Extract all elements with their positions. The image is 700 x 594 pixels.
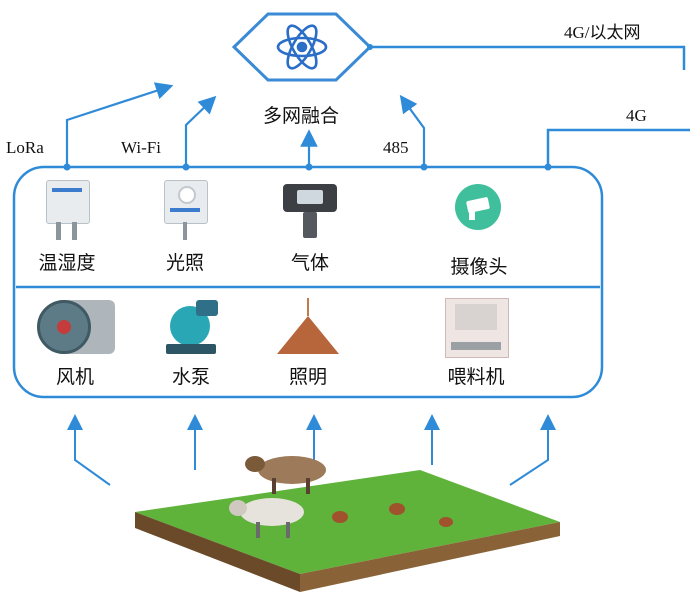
hub-label: 多网融合 <box>263 105 340 127</box>
actuator-label: 风机 <box>55 366 94 388</box>
gas-detector-icon <box>275 178 345 244</box>
sensor-gas: 气体 <box>273 178 347 275</box>
sensor-label: 光照 <box>165 252 204 274</box>
sensor-label: 温湿度 <box>38 252 96 274</box>
actuator-feeder: 喂料机 <box>432 296 520 389</box>
protocol-lines <box>65 82 426 167</box>
actuator-lighting: 照明 <box>270 296 346 389</box>
sensor-light: 光照 <box>148 178 222 275</box>
water-pump-icon <box>160 296 222 358</box>
uplink-4g-label: 4G <box>626 106 647 125</box>
actuator-label: 照明 <box>288 366 327 388</box>
uplink-ethernet-line <box>367 44 686 70</box>
uplink-ethernet-label: 4G/以太网 <box>564 23 641 42</box>
lamp-icon <box>273 296 343 358</box>
protocol-label-wifi: Wi-Fi <box>121 138 161 157</box>
temperature-humidity-sensor-icon <box>38 178 96 244</box>
sensor-label: 气体 <box>290 252 329 274</box>
sensor-label: 摄像头 <box>450 256 508 278</box>
actuator-pump: 水泵 <box>156 296 226 389</box>
fan-icon <box>33 296 117 358</box>
actuator-label: 喂料机 <box>447 366 505 388</box>
feeder-icon <box>441 296 511 358</box>
sensor-temperature-humidity: 温湿度 <box>30 178 104 275</box>
actuator-fan: 风机 <box>30 296 120 389</box>
hub-hexagon <box>231 12 373 82</box>
sensor-camera: 摄像头 <box>435 178 523 279</box>
camera-icon <box>455 184 503 232</box>
protocol-label-485: 485 <box>383 138 409 157</box>
actuator-label: 水泵 <box>171 366 210 388</box>
uplink-4g-line <box>546 128 690 167</box>
atom-icon <box>276 24 328 70</box>
farm-arrows <box>67 414 556 486</box>
light-sensor-icon <box>156 178 214 244</box>
livestock-farm-icon <box>135 456 560 592</box>
protocol-label-lora: LoRa <box>6 138 44 157</box>
